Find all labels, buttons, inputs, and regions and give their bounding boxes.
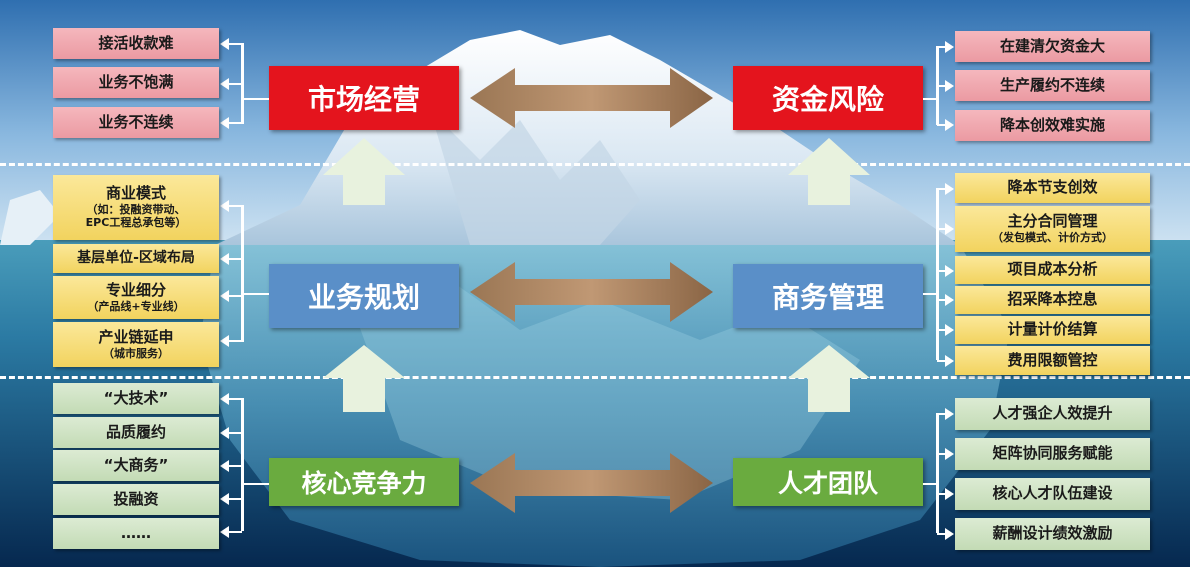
talent-item: 人才强企人效提升 xyxy=(955,398,1150,430)
risk-item: 降本创效难实施 xyxy=(955,110,1150,141)
double-arrow-planning-commercial xyxy=(470,262,713,322)
commercial-management-box: 商务管理 xyxy=(733,264,923,328)
commercial-item: 费用限额管控 xyxy=(955,346,1150,375)
commercial-item: 降本节支创效 xyxy=(955,173,1150,203)
market-issue-item: 接活收款难 xyxy=(53,28,219,59)
up-arrow-right-bottom xyxy=(788,345,870,412)
commercial-item: 招采降本控息 xyxy=(955,286,1150,314)
competitiveness-item: …… xyxy=(53,518,219,549)
planning-item: 专业细分 （产品线+专业线） xyxy=(53,276,219,319)
funding-risk-box: 资金风险 xyxy=(733,66,923,130)
double-arrow-competitiveness-talent xyxy=(470,453,713,513)
risk-item: 在建清欠资金大 xyxy=(955,31,1150,62)
up-arrow-left-bottom xyxy=(323,345,405,412)
up-arrow-right-top xyxy=(788,138,870,205)
competitiveness-item: “大商务” xyxy=(53,450,219,481)
planning-item: 基层单位-区域布局 xyxy=(53,244,219,273)
market-issue-item: 业务不饱满 xyxy=(53,67,219,98)
market-issue-item: 业务不连续 xyxy=(53,107,219,138)
business-planning-box: 业务规划 xyxy=(269,264,459,328)
commercial-item: 项目成本分析 xyxy=(955,256,1150,284)
risk-item: 生产履约不连续 xyxy=(955,70,1150,101)
up-arrow-left-top xyxy=(323,138,405,205)
market-operation-box: 市场经营 xyxy=(269,66,459,130)
planning-item: 产业链延申 （城市服务） xyxy=(53,322,219,367)
double-arrow-market-funding xyxy=(470,68,713,128)
talent-team-box: 人才团队 xyxy=(733,458,923,506)
competitiveness-item: “大技术” xyxy=(53,383,219,414)
talent-item: 薪酬设计绩效激励 xyxy=(955,518,1150,550)
talent-item: 矩阵协同服务赋能 xyxy=(955,438,1150,470)
top-dashed-divider xyxy=(0,163,1190,166)
competitiveness-item: 品质履约 xyxy=(53,417,219,448)
planning-item: 商业模式 （如：投融资带动、 EPC工程总承包等） xyxy=(53,175,219,240)
competitiveness-item: 投融资 xyxy=(53,484,219,515)
core-competitiveness-box: 核心竞争力 xyxy=(269,458,459,506)
commercial-item: 主分合同管理 （发包模式、计价方式） xyxy=(955,206,1150,252)
bottom-dashed-divider xyxy=(0,376,1190,379)
talent-item: 核心人才队伍建设 xyxy=(955,478,1150,510)
commercial-item: 计量计价结算 xyxy=(955,316,1150,344)
